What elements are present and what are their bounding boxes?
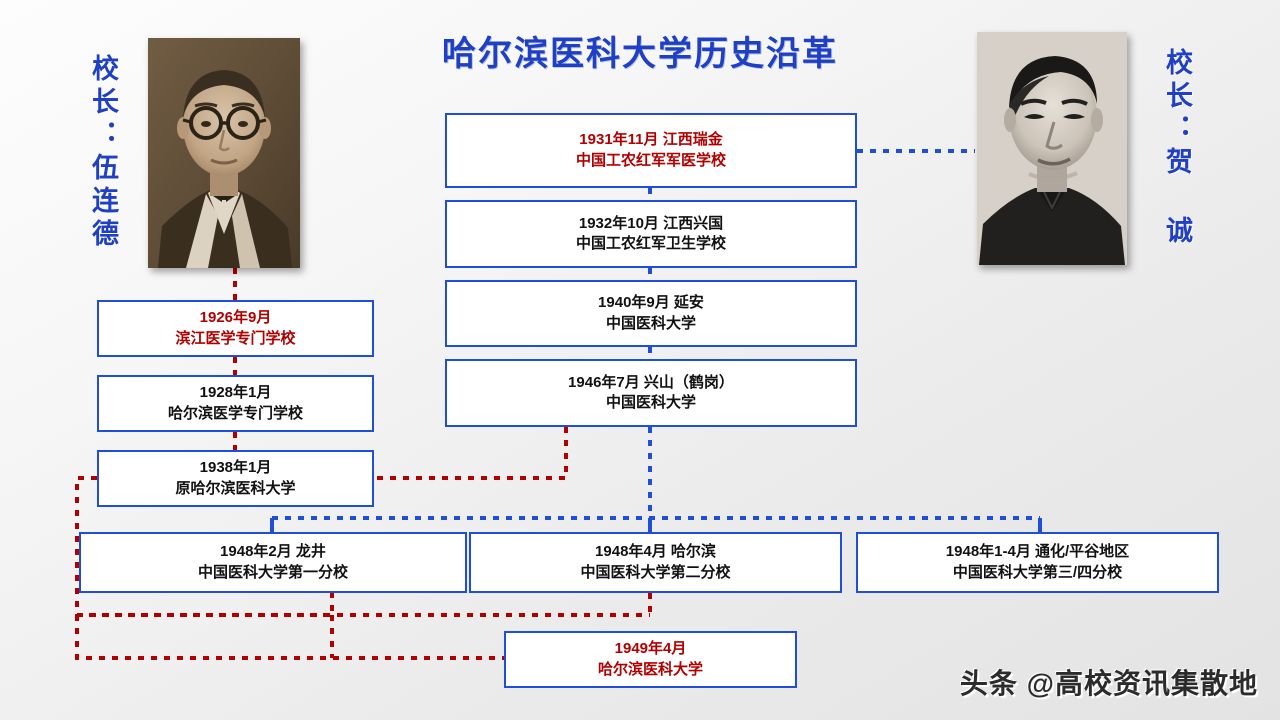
node-1946-line1: 1946年7月 兴山（鹤岗） (568, 373, 734, 391)
node-1948-second-branch[interactable]: 1948年4月 哈尔滨 中国医科大学第二分校 (469, 532, 842, 593)
photo-wu-lien-teh (148, 38, 300, 268)
node-1948a-line1: 1948年2月 龙井 (220, 543, 326, 561)
node-1948a-line2: 中国医科大学第一分校 (197, 563, 348, 581)
node-1940[interactable]: 1940年9月 延安 中国医科大学 (445, 280, 857, 347)
node-1949[interactable]: 1949年4月 哈尔滨医科大学 (504, 631, 797, 688)
node-1926-line2: 滨江医学专门学校 (175, 329, 296, 347)
watermark: 头条 @高校资讯集散地 (959, 668, 1258, 699)
node-1946[interactable]: 1946年7月 兴山（鹤岗） 中国医科大学 (445, 359, 857, 427)
node-1928-line2: 哈尔滨医学专门学校 (167, 404, 303, 422)
node-1948b-line1: 1948年4月 哈尔滨 (595, 543, 716, 561)
node-1946-line2: 中国医科大学 (605, 394, 696, 411)
node-1928[interactable]: 1928年1月 哈尔滨医学专门学校 (97, 375, 374, 432)
wire-1946-to-1938 (374, 427, 568, 480)
node-1932-line1: 1932年10月 江西兴国 (578, 214, 724, 232)
node-1928-line1: 1928年1月 (199, 384, 272, 402)
node-1931[interactable]: 1931年11月 江西瑞金 中国工农红军军医学校 (445, 113, 857, 188)
node-1940-line2: 中国医科大学 (605, 314, 696, 332)
node-1940-line1: 1940年9月 延安 (598, 294, 704, 312)
node-1926[interactable]: 1926年9月 滨江医学专门学校 (97, 300, 374, 357)
caption-left-president: 校长：伍连德 (88, 54, 118, 252)
node-1949-line2: 哈尔滨医科大学 (597, 660, 703, 678)
node-1932[interactable]: 1932年10月 江西兴国 中国工农红军卫生学校 (445, 200, 857, 268)
node-1931-line2: 中国工农红军军医学校 (575, 151, 726, 169)
node-1926-line1: 1926年9月 (199, 309, 272, 327)
node-1931-line1: 1931年11月 江西瑞金 (579, 131, 723, 149)
node-1948-third-fourth-branch[interactable]: 1948年1-4月 通化/平谷地区 中国医科大学第三/四分校 (856, 532, 1219, 593)
node-1938-line1: 1938年1月 (199, 459, 272, 477)
node-1948c-line1: 1948年1-4月 通化/平谷地区 (945, 543, 1130, 561)
node-1938[interactable]: 1938年1月 原哈尔滨医科大学 (97, 450, 374, 507)
node-1948c-line2: 中国医科大学第三/四分校 (952, 563, 1123, 581)
wire-bus-to-1949 (75, 615, 504, 660)
page-title: 哈尔滨医科大学历史沿革 (442, 35, 838, 73)
caption-right-president: 校长：贺 诚 (1162, 48, 1192, 249)
node-1932-line2: 中国工农红军卫生学校 (575, 235, 726, 252)
node-1938-line2: 原哈尔滨医科大学 (175, 479, 296, 497)
photo-he-cheng (977, 32, 1127, 265)
node-1948-first-branch[interactable]: 1948年2月 龙井 中国医科大学第一分校 (79, 532, 467, 593)
node-1949-line1: 1949年4月 (614, 640, 687, 658)
node-1948b-line2: 中国医科大学第二分校 (580, 563, 731, 581)
